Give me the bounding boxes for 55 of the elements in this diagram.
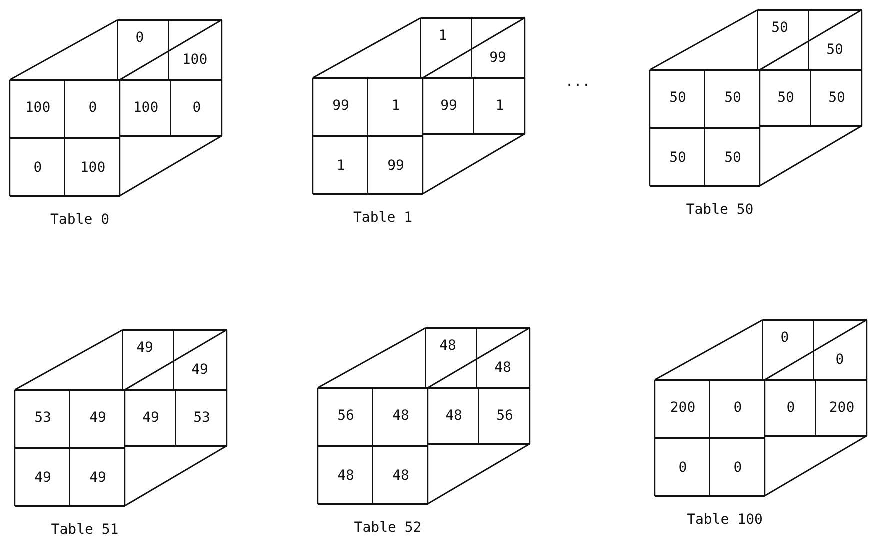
cell-value: 49 [34,470,52,486]
cell-value: 48 [446,408,462,424]
cell-value: 99 [332,98,350,114]
cell-value: 50 [724,150,742,166]
cell-value: 50 [670,90,686,106]
table-caption: Table 0 [50,212,110,228]
cell-value: 48 [494,360,512,376]
cell-value: 0 [678,460,688,476]
cell-value: 99 [440,98,458,114]
cell-value: 0 [192,100,202,116]
ellipsis: ... [565,74,591,90]
cell-value: 50 [724,90,742,106]
cell-value: 1 [336,158,346,174]
cell-value: 48 [392,408,410,424]
cell-value: 0 [734,460,742,476]
cell-value: 1 [438,28,448,44]
cell-value: 0 [88,100,98,116]
table-caption: Table 51 [51,522,119,538]
cell-value: 99 [490,50,506,66]
cell-value: 48 [440,338,456,354]
table-caption: Table 1 [354,210,412,226]
table-caption: Table 100 [687,512,763,528]
cell-value: 200 [670,400,696,416]
cell-value: 100 [80,160,106,176]
cell-value: 50 [826,42,844,58]
cell-value: 100 [182,52,208,68]
cell-value: 100 [133,100,159,116]
cell-value: 53 [194,410,210,426]
cell-value: 1 [496,98,504,114]
cell-value: 50 [670,150,686,166]
cell-value: 99 [388,158,404,174]
cell-value: 49 [192,362,208,378]
cell-value: 56 [496,408,514,424]
table-caption: Table 50 [686,202,754,218]
cell-value: 48 [338,468,354,484]
cell-value: 200 [829,400,855,416]
cell-value: 0 [780,330,790,346]
cell-value: 56 [338,408,354,424]
cell-value: 100 [25,100,51,116]
cell-value: 0 [786,400,796,416]
cell-value: 49 [90,410,106,426]
cell-value: 49 [136,340,154,356]
cell-value: 1 [392,98,400,114]
cell-value: 0 [136,30,144,46]
cell-value: 0 [34,160,42,176]
cell-value: 49 [90,470,106,486]
cell-value: 50 [772,20,788,36]
cell-value: 50 [778,90,794,106]
cell-value: 0 [836,352,844,368]
cell-value: 48 [392,468,410,484]
cell-value: 49 [142,410,160,426]
cell-value: 53 [34,410,52,426]
table-caption: Table 52 [354,520,422,536]
cell-value: 0 [734,400,742,416]
cell-value: 50 [828,90,846,106]
